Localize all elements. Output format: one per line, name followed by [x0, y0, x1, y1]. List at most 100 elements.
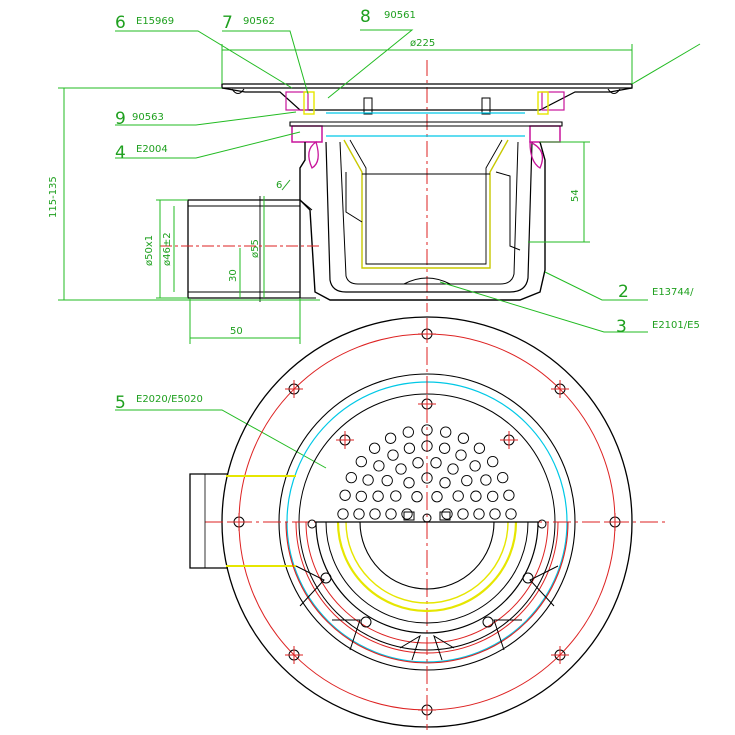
grate-hole [368, 442, 381, 454]
svg-text:5: 5 [115, 393, 126, 413]
grate-hole [480, 474, 492, 486]
dimension-texts: ø225 115-135 54 ø50x1 ø46±2 ø55 30 50 [48, 38, 581, 337]
top-flange [221, 83, 633, 89]
dim-outlet-height: 30 [228, 269, 239, 282]
callout-3: 3 E2101/E5 [616, 317, 700, 337]
grate-hole [355, 455, 367, 468]
grate-hole [457, 432, 470, 444]
bolt-hole [606, 513, 624, 531]
callout-8: 8 90561 [360, 7, 416, 27]
grate-hole [430, 457, 442, 469]
grate-hole [372, 490, 384, 502]
dim-depth: 54 [570, 189, 581, 202]
svg-text:7: 7 [222, 13, 233, 33]
grate-hole [421, 472, 433, 484]
svg-text:90561: 90561 [384, 10, 416, 21]
grate-hole [339, 489, 351, 501]
grate-hole [402, 426, 414, 438]
bolt-hole [230, 513, 248, 531]
bolt-hole [285, 380, 303, 398]
callout-2: 2 E13744/ [618, 282, 694, 302]
grate-hole [487, 455, 499, 468]
svg-text:2: 2 [618, 282, 629, 302]
grate-hole [452, 490, 464, 502]
svg-text:E13744/: E13744/ [652, 287, 694, 298]
grate-hole [390, 490, 402, 502]
screw-mark-icon [307, 519, 547, 628]
grate-hole [362, 474, 374, 486]
svg-text:4: 4 [115, 143, 126, 163]
bolt-hole [418, 325, 436, 343]
clamp-ring-left [291, 125, 323, 143]
water-trap [343, 139, 509, 269]
hole-grate-icon [337, 424, 517, 520]
note-six: 6 [276, 180, 282, 191]
grate-hole [403, 442, 416, 454]
svg-text:E2101/E5: E2101/E5 [652, 320, 700, 331]
grate-hole [440, 426, 452, 438]
grate-hole [381, 474, 393, 487]
grate-hole [337, 508, 349, 520]
grate-hole [385, 508, 397, 520]
bolt-hole [418, 395, 436, 413]
bolt-hole [285, 646, 303, 664]
svg-text:E2020/E5020: E2020/E5020 [136, 394, 203, 405]
grate-hole [403, 477, 415, 489]
callout-6: 6 E15969 [115, 13, 174, 33]
bolt-holes [230, 325, 624, 719]
svg-text:E2004: E2004 [136, 144, 168, 155]
grate-hole [373, 460, 385, 472]
callout-leaders [115, 29, 701, 469]
grate-hole [384, 432, 397, 444]
svg-text:90562: 90562 [243, 16, 275, 27]
grate-hole [489, 508, 501, 520]
svg-text:8: 8 [360, 7, 371, 27]
grate-hole [431, 491, 443, 503]
svg-text:3: 3 [616, 317, 627, 337]
grate-hole [369, 508, 381, 520]
grate-hole [421, 424, 433, 436]
plan-view [189, 316, 668, 730]
callout-5: 5 E2020/E5020 [115, 393, 203, 413]
bolt-hole [418, 701, 436, 719]
grate-hole [421, 440, 433, 452]
clamp-ring-right [529, 125, 561, 143]
drain-body [299, 141, 546, 301]
grate-hole [387, 449, 399, 461]
outlet-pipe [187, 199, 301, 299]
plan-outlet-stub [189, 473, 228, 569]
grate-hole [395, 463, 407, 475]
screw-left [303, 91, 315, 115]
dim-outlet-length: 50 [230, 326, 243, 337]
dim-outlet-outer: ø50x1 [144, 235, 155, 266]
grate-hole [441, 508, 453, 520]
grate-hole [439, 477, 451, 489]
bolt-hole [551, 646, 569, 664]
dim-outlet-inner: ø46±2 [162, 232, 173, 266]
svg-text:9: 9 [115, 109, 126, 129]
grate-hole [345, 471, 357, 484]
grate-hole [438, 442, 451, 454]
grate-hole [497, 471, 509, 484]
bolt-hole [500, 431, 518, 449]
screw-right [537, 91, 549, 115]
grate-hole [473, 508, 485, 520]
grate-hole [487, 490, 499, 503]
dim-height: 115-135 [48, 176, 59, 218]
svg-text:90563: 90563 [132, 112, 164, 123]
grate-hole [412, 457, 424, 469]
grate-hole [470, 490, 482, 502]
dimension-lines [58, 44, 633, 344]
callout-7: 7 90562 [222, 13, 275, 33]
callout-9: 9 90563 [115, 109, 164, 129]
bolt-hole [551, 380, 569, 398]
grate-hole [455, 449, 467, 461]
grate-hole [411, 491, 423, 503]
callout-labels: 6 E15969 7 90562 8 90561 9 90563 4 E2004… [115, 7, 700, 413]
dim-outlet-pipe: ø55 [250, 239, 261, 258]
svg-text:E15969: E15969 [136, 16, 174, 27]
dim-top-diameter: ø225 [410, 38, 435, 49]
grate-hole [469, 460, 481, 472]
callout-4: 4 E2004 [115, 143, 168, 163]
